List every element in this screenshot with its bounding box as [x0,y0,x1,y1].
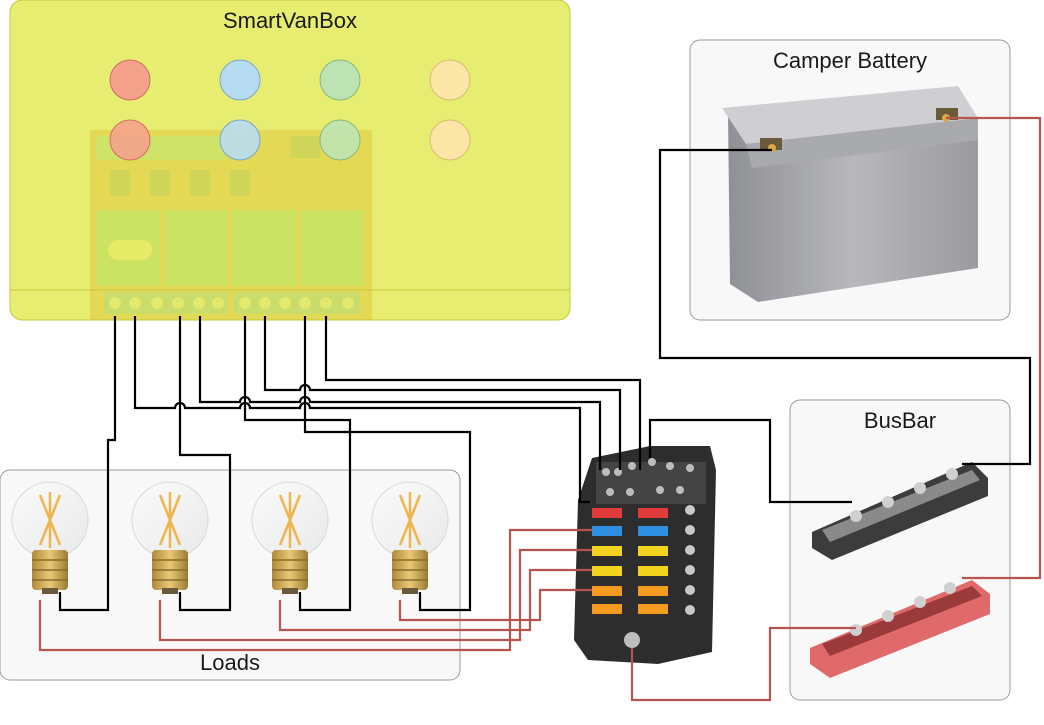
negative-wires [58,148,1032,612]
fuse-box [574,446,716,664]
busbar-panel: BusBar [789,399,1011,701]
loads-title: Loads [200,650,260,675]
busbar-title: BusBar [864,408,936,433]
light-bulb-icon [371,481,449,594]
light-bulb-icon [11,481,89,594]
light-bulb-icon [131,481,209,594]
positive-busbar-icon [810,580,990,678]
battery-title: Camper Battery [773,48,927,73]
fuses [592,508,668,614]
light-bulb-icon [251,481,329,594]
smartvanbox-enclosure [9,0,571,321]
battery-panel: Camper Battery [689,39,1011,321]
bulbs [11,481,449,594]
positive-wires [38,116,1042,702]
battery-icon [722,86,978,302]
negative-busbar-icon [812,462,988,560]
smartvanbox: SmartVanBox [9,0,571,321]
smartvanbox-title: SmartVanBox [223,8,357,33]
indicator-leds [109,59,471,161]
